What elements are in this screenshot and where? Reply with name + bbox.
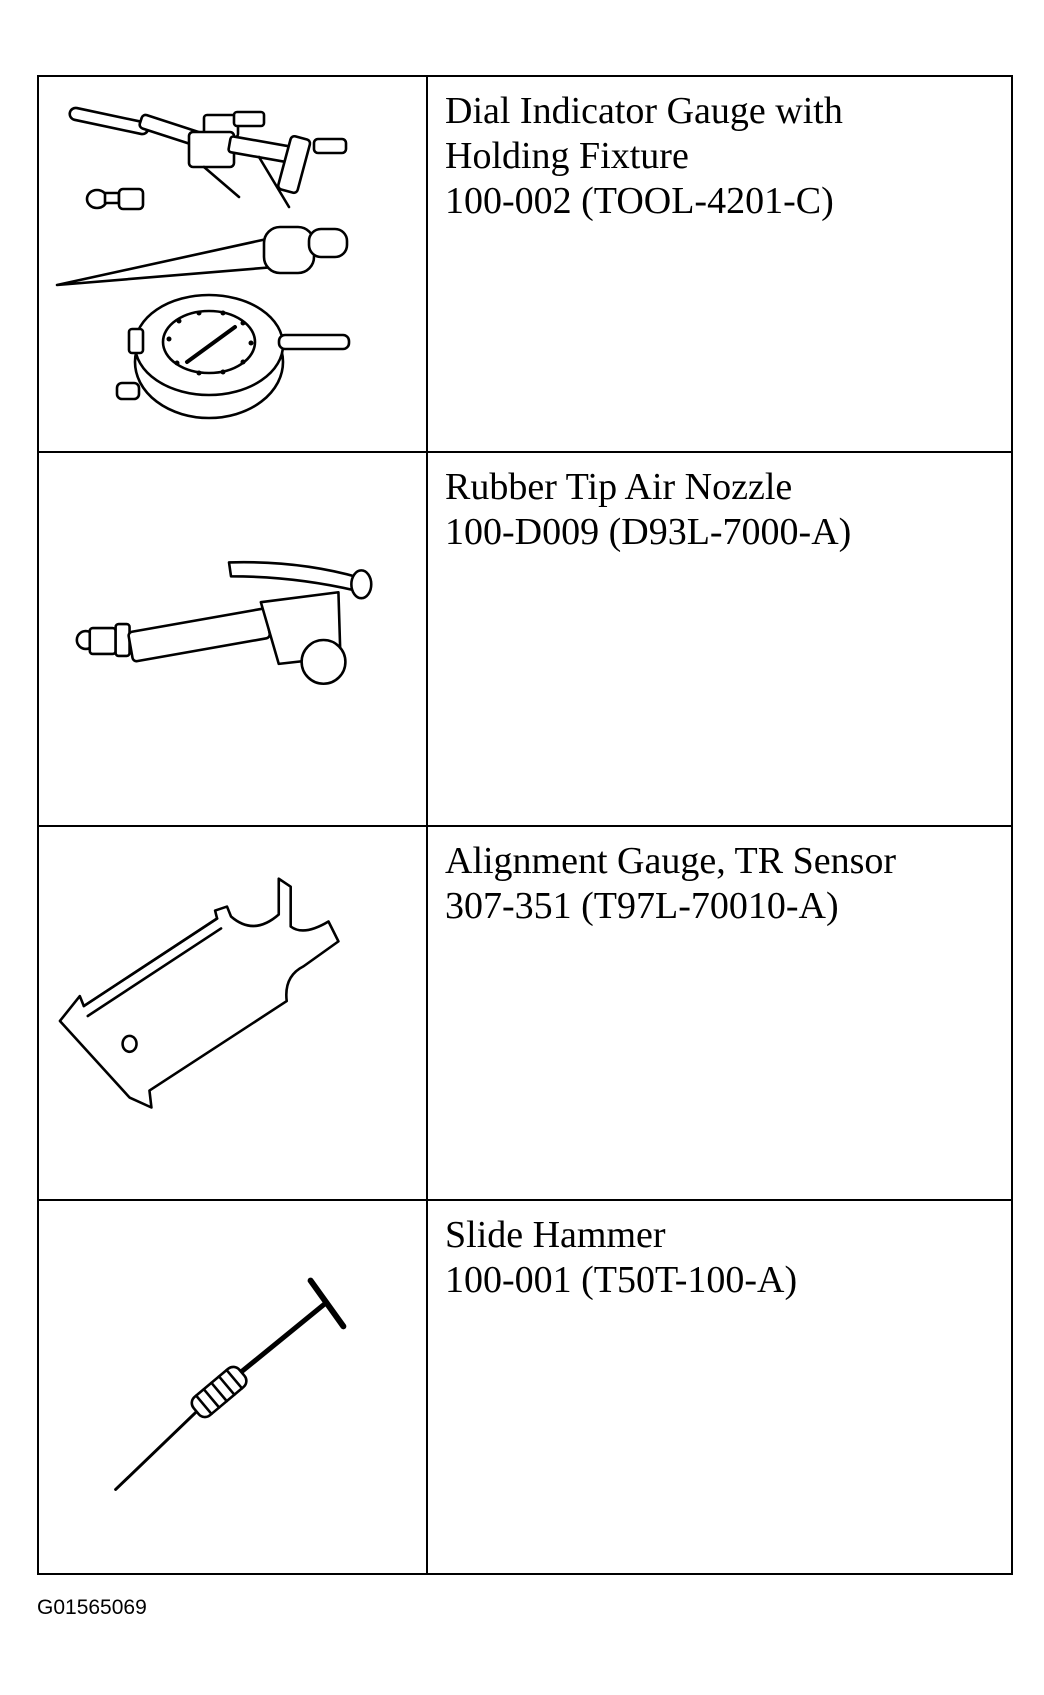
tool-number: 307-351 (T97L-70010-A)	[445, 885, 839, 927]
tool-image-cell	[39, 1201, 428, 1573]
special-tools-table: Dial Indicator Gauge with Holding Fixtur…	[37, 75, 1013, 1575]
slide-hammer-icon	[114, 1277, 347, 1491]
tool-image-cell	[39, 77, 428, 451]
tool-description: Alignment Gauge, TR Sensor 307-351 (T97L…	[445, 839, 1001, 929]
figure-id: G01565069	[37, 1596, 147, 1619]
tool-name-line: Dial Indicator Gauge with	[445, 90, 843, 132]
tool-number: 100-002 (TOOL-4201-C)	[445, 180, 834, 222]
tool-number: 100-001 (T50T-100-A)	[445, 1259, 798, 1301]
tool-name-line: Slide Hammer	[445, 1214, 666, 1256]
dial-indicator-gauge-icon	[55, 106, 351, 420]
table-row: Alignment Gauge, TR Sensor 307-351 (T97L…	[39, 825, 1011, 1199]
tool-image-cell	[39, 827, 428, 1199]
tool-number: 100-D009 (D93L-7000-A)	[445, 511, 852, 553]
table-row: Rubber Tip Air Nozzle 100-D009 (D93L-700…	[39, 451, 1011, 825]
tool-description: Rubber Tip Air Nozzle 100-D009 (D93L-700…	[445, 465, 1001, 555]
tool-name-line: Holding Fixture	[445, 135, 689, 177]
table-row: Slide Hammer 100-001 (T50T-100-A)	[39, 1199, 1011, 1573]
tool-name-line: Rubber Tip Air Nozzle	[445, 466, 793, 508]
tool-description: Dial Indicator Gauge with Holding Fixtur…	[445, 89, 1001, 224]
table-row: Dial Indicator Gauge with Holding Fixtur…	[39, 77, 1011, 451]
tool-image-cell	[39, 453, 428, 825]
alignment-gauge-icon	[58, 877, 340, 1109]
tool-description: Slide Hammer 100-001 (T50T-100-A)	[445, 1213, 1001, 1303]
air-nozzle-icon	[75, 560, 373, 686]
tool-name-line: Alignment Gauge, TR Sensor	[445, 840, 897, 882]
